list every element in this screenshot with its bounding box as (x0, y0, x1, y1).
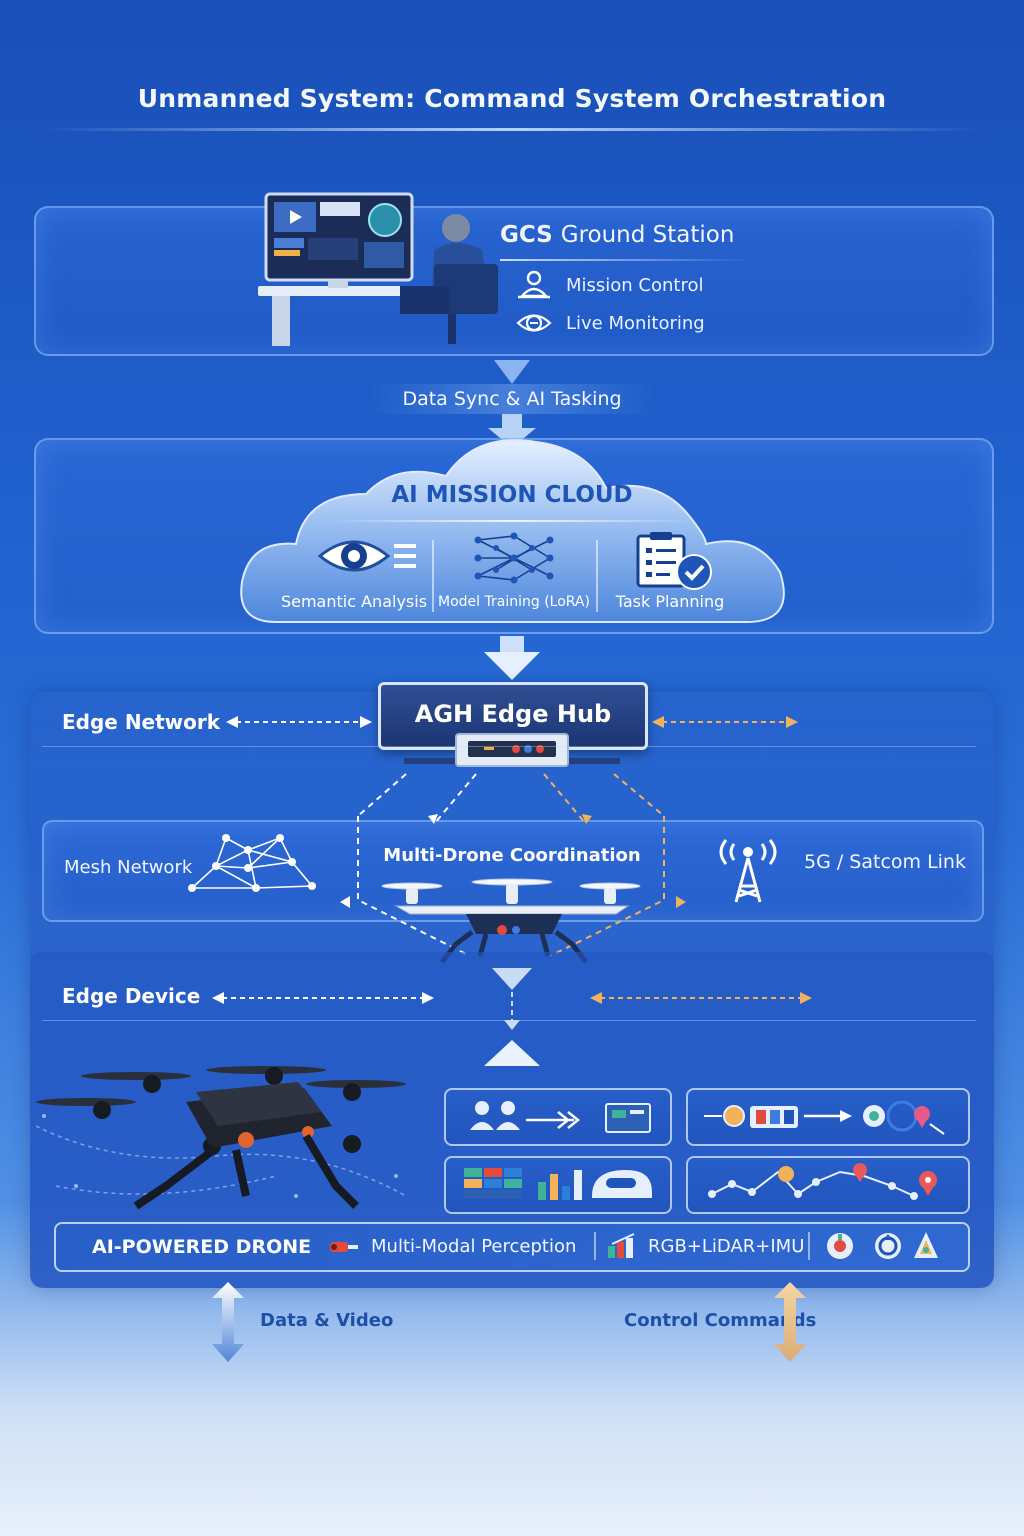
feature-card-operator-handoff[interactable] (444, 1088, 672, 1146)
page-title: Unmanned System: Command System Orchestr… (137, 84, 887, 113)
feature-card-route-planning[interactable] (686, 1156, 970, 1214)
gcs-abbr: GCS (500, 222, 553, 248)
cell-tower-icon (719, 839, 777, 903)
up-arrow-icon (484, 1040, 540, 1066)
bidirectional-link-arrow (590, 992, 812, 1004)
mesh-network-label: Mesh Network (64, 857, 193, 878)
down-arrow-icon (494, 360, 530, 384)
section-divider (42, 746, 976, 747)
sensors-label: RGB+LiDAR+IMU (648, 1236, 805, 1257)
sensor-bars-icon (608, 1233, 635, 1258)
ground-station-illustration (258, 192, 498, 346)
feature-card-target-tracking[interactable] (686, 1088, 970, 1146)
coordination-links (340, 773, 686, 957)
gcs-heading: GCS Ground Station (500, 222, 734, 248)
cloud-divider (330, 520, 694, 522)
operator-icon (518, 270, 550, 299)
bidirectional-link-arrow (212, 992, 434, 1004)
gcs-divider (500, 259, 748, 261)
cloud-title: AI MISSION CLOUD (391, 482, 633, 508)
camera-sensor-icon (330, 1242, 358, 1252)
sync-label: Data Sync & AI Tasking (370, 384, 654, 414)
control-commands-arrow (774, 1282, 806, 1362)
data-video-arrow (212, 1282, 244, 1362)
bidirectional-link-arrow (652, 716, 798, 728)
control-commands-label: Control Commands (624, 1310, 817, 1331)
down-arrow-icon (484, 636, 540, 680)
mesh-network-icon (188, 834, 316, 892)
gcs-name: Ground Station (560, 222, 735, 248)
perception-label: Multi-Modal Perception (371, 1236, 577, 1257)
monitoring-icon (516, 314, 552, 332)
drone-title: AI-POWERED DRONE (92, 1236, 312, 1258)
coordination-label: Multi-Drone Coordination (383, 845, 641, 866)
module-label-semantic: Semantic Analysis (280, 592, 428, 611)
neural-network-icon (474, 532, 554, 584)
team-handoff-icon (470, 1101, 651, 1133)
route-path-icon (708, 1163, 937, 1200)
down-arrow-icon (492, 968, 532, 1030)
data-video-label: Data & Video (260, 1310, 394, 1331)
feature-card-analytics[interactable] (444, 1156, 672, 1214)
gcs-item-label: Live Monitoring (566, 312, 705, 334)
coordination-band (42, 820, 984, 922)
cloud-separator (596, 540, 598, 612)
clipboard-check-icon (636, 532, 712, 590)
module-label-planning: Task Planning (615, 592, 725, 611)
status-icons-group (827, 1232, 938, 1259)
hexacopter-drone-illustration (36, 1066, 407, 1210)
analytics-icon (464, 1168, 652, 1200)
gcs-panel (34, 206, 994, 356)
drone-capability-bar (54, 1222, 970, 1272)
bidirectional-link-arrow (226, 716, 372, 728)
edge-hub-device (404, 733, 620, 767)
bar-separator (808, 1232, 810, 1260)
gcs-item-label: Mission Control (566, 274, 704, 296)
bar-separator (594, 1232, 596, 1260)
module-label-training: Model Training (LoRA) (438, 594, 590, 610)
cloud-separator (432, 540, 434, 612)
gcs-item-mission-control[interactable]: Mission Control (516, 270, 704, 300)
section-divider (42, 1020, 976, 1021)
edge-device-label: Edge Device (62, 984, 201, 1008)
eye-icon (317, 540, 416, 572)
gcs-item-live-monitoring[interactable]: Live Monitoring (516, 308, 705, 338)
edge-hub-label: AGH Edge Hub (414, 700, 612, 728)
link-label: 5G / Satcom Link (804, 851, 966, 873)
edge-network-label: Edge Network (62, 710, 221, 734)
title-divider (40, 128, 984, 131)
target-tracking-icon (704, 1100, 945, 1135)
